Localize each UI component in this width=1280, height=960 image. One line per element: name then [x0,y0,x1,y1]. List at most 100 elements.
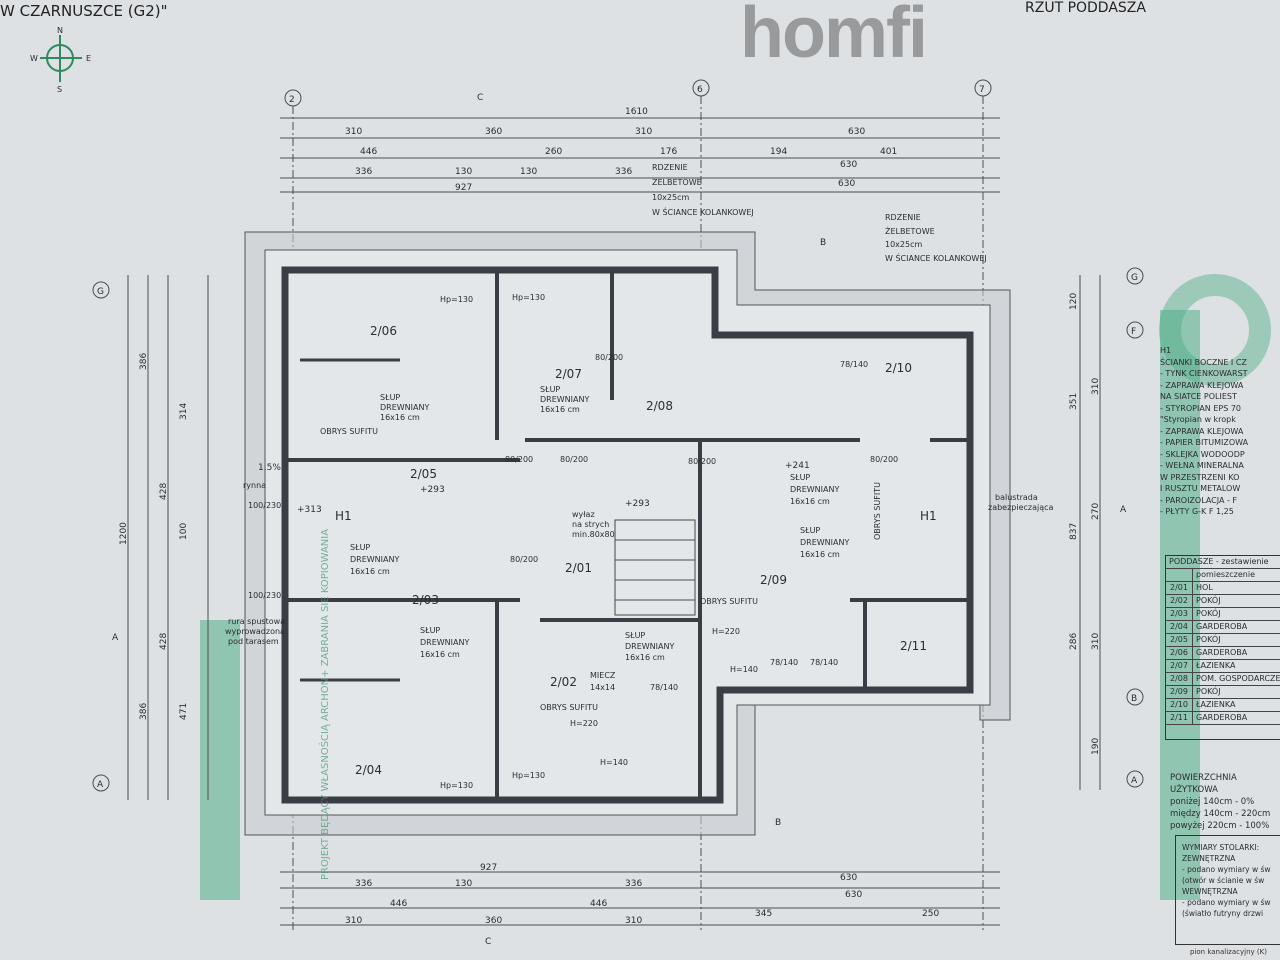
joinery-line: ZEWNĘTRZNA [1182,854,1236,863]
svg-text:OBRYS SUFITU: OBRYS SUFITU [320,427,378,436]
legend-line: ŚCIANKI BOCZNE I CZ [1160,357,1247,367]
svg-text:+293: +293 [625,499,650,509]
legend-line: - PŁYTY G-K F 1,25 [1160,507,1234,516]
compass-icon: N W E S [30,26,91,94]
svg-text:C: C [477,93,483,103]
svg-text:927: 927 [480,863,497,873]
svg-text:310: 310 [345,127,362,137]
svg-text:H=140: H=140 [730,665,758,674]
svg-text:SŁUP: SŁUP [540,385,560,394]
svg-text:386: 386 [139,703,149,720]
legend-line: - ZAPRAWA KLEJOWA [1160,426,1244,436]
svg-text:rura spustowa: rura spustowa [228,617,285,626]
legend-line: - SKLEJKA WODOODP [1160,449,1245,459]
svg-text:DREWNIANY: DREWNIANY [625,642,674,651]
legend-marker: H1 [1160,346,1172,355]
svg-text:80/200: 80/200 [505,455,533,464]
svg-text:16x16 cm: 16x16 cm [380,413,420,422]
svg-text:H1: H1 [335,509,352,523]
svg-text:na strych: na strych [572,520,609,529]
room-2-07: 2/07 [555,367,582,381]
svg-text:80/200: 80/200 [510,555,538,564]
svg-text:80/200: 80/200 [688,457,716,466]
svg-text:ŻELBETOWE: ŻELBETOWE [652,177,702,187]
watermark-side-text: PROJEKT BĘDĄCY WŁASNOŚCIĄ ARCHON+ ZABRAN… [318,529,331,880]
svg-text:194: 194 [770,147,787,157]
project-title: W CZARNUSZCE (G2)" [0,2,168,20]
svg-text:Hp=130: Hp=130 [440,295,473,304]
svg-text:120: 120 [1069,293,1079,310]
svg-text:336: 336 [625,879,642,889]
svg-text:H1: H1 [920,509,937,523]
svg-text:428: 428 [159,633,169,650]
svg-text:B: B [1131,694,1137,704]
svg-text:DREWNIANY: DREWNIANY [420,638,469,647]
legend-line: - PAPIER BITUMIZOWA [1160,438,1249,447]
svg-text:DREWNIANY: DREWNIANY [790,485,839,494]
svg-text:260: 260 [545,147,562,157]
svg-text:630: 630 [840,873,857,883]
svg-text:360: 360 [485,916,502,926]
svg-text:351: 351 [1069,393,1079,410]
svg-text:7: 7 [979,85,985,95]
svg-text:SŁUP: SŁUP [800,526,820,535]
svg-text:80/200: 80/200 [595,353,623,362]
svg-text:446: 446 [390,899,407,909]
svg-text:401: 401 [880,147,897,157]
roof-eaves [244,231,1011,836]
walls [281,266,974,804]
dimensions-top: 1610 310 360 310 630 446 260 176 194 401… [280,107,1000,193]
svg-text:SŁUP: SŁUP [420,626,440,635]
room-2-09: 2/09 [760,573,787,587]
svg-text:+313: +313 [297,505,322,515]
legend-line: - WEŁNA MINERALNA [1160,461,1244,470]
compass-w: W [30,54,38,63]
compass-n: N [57,26,63,35]
svg-text:1.5%: 1.5% [258,463,281,473]
footnote: pion kanalizacyjny (K) [1190,948,1267,956]
joinery-line: WEWNĘTRZNA [1182,887,1238,896]
svg-text:A: A [1131,776,1138,786]
svg-text:SŁUP: SŁUP [625,631,645,640]
svg-text:DREWNIANY: DREWNIANY [800,538,849,547]
svg-text:471: 471 [179,703,189,720]
dimensions-left: 1200 386 428 314 100 428 386 471 [119,275,209,800]
svg-text:310: 310 [635,127,652,137]
svg-text:10x25cm: 10x25cm [885,240,922,249]
svg-text:80/200: 80/200 [560,455,588,464]
legend-line: - TYNK CIENKOWARST [1160,369,1248,378]
legend-line: NA SIATCE POLIEST [1160,392,1237,401]
svg-text:1610: 1610 [625,107,648,117]
room-table-title: PODDASZE - zestawienie [1169,557,1269,566]
svg-text:rynna: rynna [243,481,266,490]
room-2-11: 2/11 [900,639,927,653]
svg-text:837: 837 [1069,523,1079,540]
svg-text:345: 345 [755,909,772,919]
room-table: PODDASZE - zestawienie pomieszczenie 2/0… [1165,555,1280,740]
svg-text:336: 336 [355,879,372,889]
room-2-10: 2/10 [885,361,912,375]
svg-text:B: B [775,818,781,828]
compass-e: E [86,54,91,63]
staircase [614,519,696,616]
svg-text:min.80x80: min.80x80 [572,530,615,539]
room-table-header: pomieszczenie [1196,570,1256,579]
svg-text:+293: +293 [420,485,445,495]
svg-text:630: 630 [848,127,865,137]
joinery-line: - podano wymiary w św [1182,865,1271,874]
svg-text:446: 446 [360,147,377,157]
svg-text:10x25cm: 10x25cm [652,193,689,202]
svg-text:2: 2 [289,95,295,105]
svg-text:310: 310 [1091,633,1101,650]
svg-text:H=220: H=220 [712,627,740,636]
svg-text:balustrada: balustrada [995,493,1038,502]
svg-text:130: 130 [455,167,472,177]
svg-text:78/140: 78/140 [840,360,868,369]
svg-text:SŁUP: SŁUP [380,393,400,402]
svg-text:DREWNIANY: DREWNIANY [380,403,429,412]
